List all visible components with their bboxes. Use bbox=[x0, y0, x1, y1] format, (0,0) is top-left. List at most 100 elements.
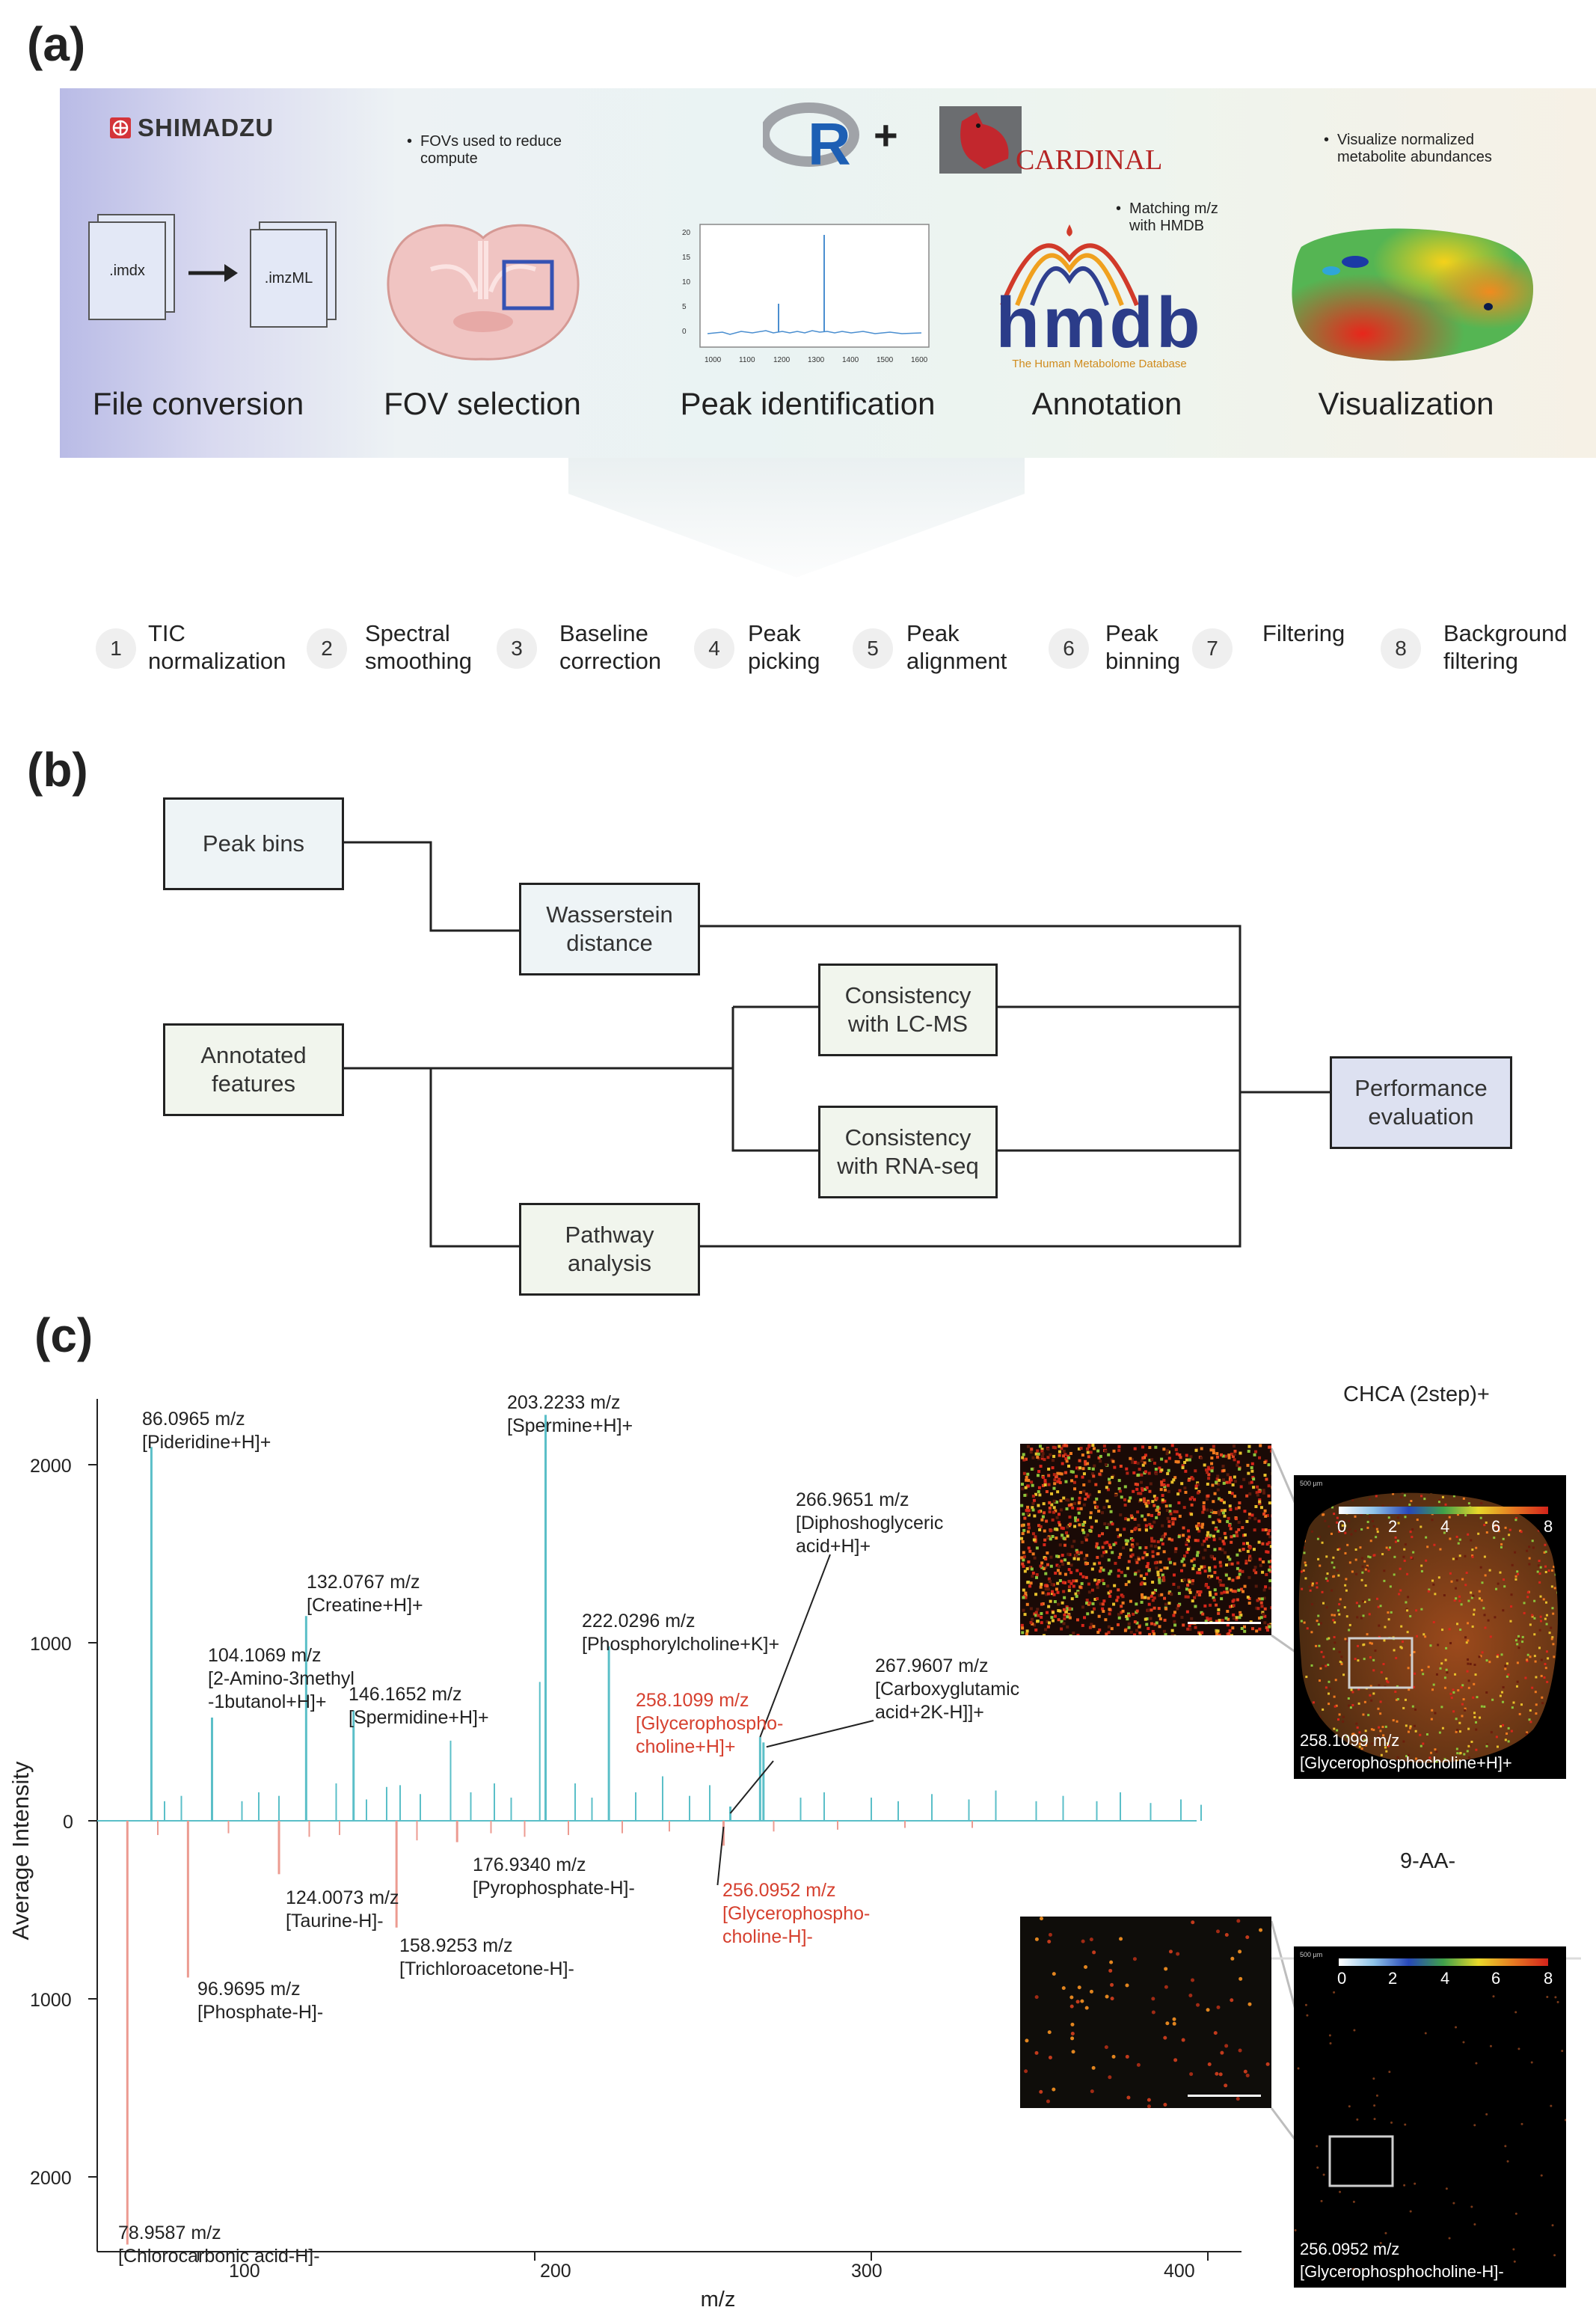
pixel bbox=[1497, 1530, 1500, 1533]
pixel bbox=[1338, 1613, 1341, 1616]
pixel bbox=[1139, 1498, 1143, 1502]
pixel bbox=[1473, 2223, 1476, 2226]
pixel bbox=[1194, 1469, 1197, 1473]
pixel bbox=[1158, 1617, 1162, 1621]
pixel bbox=[1224, 1617, 1228, 1620]
pixel bbox=[1467, 1756, 1470, 1759]
pixel bbox=[1208, 1590, 1212, 1594]
pixel bbox=[1148, 1459, 1152, 1462]
pixel bbox=[1055, 1554, 1059, 1558]
pixel bbox=[1514, 1747, 1517, 1750]
pixel bbox=[1144, 1524, 1148, 1528]
pixel bbox=[1096, 1505, 1099, 1509]
pixel bbox=[1052, 1486, 1056, 1490]
pixel bbox=[1437, 1576, 1440, 1579]
pixel bbox=[1142, 1497, 1146, 1501]
pixel bbox=[1099, 1459, 1102, 1463]
pixel bbox=[1167, 1557, 1171, 1561]
pixel bbox=[1088, 1493, 1092, 1497]
pixel bbox=[1325, 1606, 1328, 1609]
pixel bbox=[1239, 1611, 1242, 1614]
pixel bbox=[1022, 1608, 1025, 1612]
pixel bbox=[1206, 1586, 1210, 1590]
pixel bbox=[1239, 1587, 1243, 1591]
pixel bbox=[1150, 1513, 1154, 1517]
pixel bbox=[1256, 1599, 1259, 1602]
pixel bbox=[1464, 1709, 1467, 1712]
pixel bbox=[1144, 1596, 1147, 1599]
pixel bbox=[1473, 1715, 1476, 1718]
pixel bbox=[1538, 1501, 1541, 1504]
pixel bbox=[1235, 1531, 1239, 1534]
pixel bbox=[1549, 1492, 1552, 1495]
pixel bbox=[1464, 1584, 1467, 1587]
pixel bbox=[1428, 1588, 1431, 1591]
pixel bbox=[1559, 1480, 1561, 1483]
pixel bbox=[1479, 1516, 1482, 1519]
pixel bbox=[1063, 1581, 1066, 1584]
pixel bbox=[1208, 1569, 1212, 1572]
pixel bbox=[1452, 1710, 1455, 1713]
pixel bbox=[1393, 1649, 1396, 1652]
pixel bbox=[1455, 1587, 1458, 1590]
pixel bbox=[1375, 1536, 1378, 1539]
colorbar-tick: 0 bbox=[1337, 1969, 1347, 1988]
pixel bbox=[1077, 1985, 1081, 1990]
pixel bbox=[1181, 1465, 1185, 1469]
pixel bbox=[1407, 1596, 1410, 1599]
pixel bbox=[1055, 1537, 1058, 1540]
pixel bbox=[1461, 1578, 1464, 1581]
pixel bbox=[1147, 1596, 1150, 1600]
pixel bbox=[1449, 1537, 1452, 1540]
pixel bbox=[1356, 1616, 1359, 1619]
pixel bbox=[1512, 2248, 1515, 2251]
pixel bbox=[1230, 1540, 1233, 1544]
pixel bbox=[1117, 1588, 1120, 1592]
pixel bbox=[1237, 1528, 1241, 1531]
pixel bbox=[1174, 1448, 1178, 1451]
pixel bbox=[1473, 1712, 1476, 1715]
pixel bbox=[1306, 2014, 1309, 2017]
pixel bbox=[1067, 1504, 1071, 1507]
pixel bbox=[1035, 1575, 1039, 1579]
pixel bbox=[1396, 1540, 1399, 1543]
pixel bbox=[1216, 1529, 1220, 1533]
pixel bbox=[1378, 1684, 1381, 1687]
pixel bbox=[1302, 1546, 1305, 1548]
pixel bbox=[1308, 1585, 1311, 1588]
pixel bbox=[1138, 1632, 1142, 1635]
pixel bbox=[1364, 1730, 1367, 1733]
pixel bbox=[1485, 1691, 1488, 1694]
pixel bbox=[1475, 1546, 1478, 1549]
pixel bbox=[1328, 1525, 1330, 1528]
pixel bbox=[1200, 1447, 1203, 1450]
pixel bbox=[1195, 1554, 1199, 1557]
pixel bbox=[1358, 1731, 1361, 1734]
pixel bbox=[1078, 1496, 1081, 1500]
pixel bbox=[1404, 1698, 1407, 1701]
pixel bbox=[1172, 1478, 1176, 1482]
pixel bbox=[1084, 1492, 1088, 1496]
pixel bbox=[1056, 1569, 1060, 1572]
pixel bbox=[1070, 1497, 1074, 1501]
pixel bbox=[1037, 1524, 1041, 1528]
visualization-bullet: Visualize normalized metabolite abundanc… bbox=[1324, 132, 1532, 166]
pixel bbox=[1316, 2166, 1319, 2169]
pixel bbox=[1102, 1582, 1106, 1586]
pixel bbox=[1565, 2119, 1566, 2122]
pixel bbox=[1265, 1477, 1268, 1481]
pixel bbox=[1070, 2036, 1075, 2041]
pixel bbox=[1531, 1614, 1534, 1617]
pixel bbox=[1372, 1525, 1375, 1528]
pixel bbox=[1531, 1686, 1534, 1689]
pixel bbox=[1078, 1585, 1082, 1589]
pixel bbox=[1222, 1542, 1226, 1546]
pixel bbox=[1518, 1744, 1521, 1747]
pixel bbox=[1338, 1713, 1341, 1716]
pixel bbox=[1553, 1566, 1556, 1569]
pixel bbox=[1069, 1503, 1073, 1507]
pixel bbox=[1215, 1629, 1219, 1633]
pixel bbox=[1076, 1507, 1080, 1510]
pixel bbox=[1052, 1510, 1055, 1514]
